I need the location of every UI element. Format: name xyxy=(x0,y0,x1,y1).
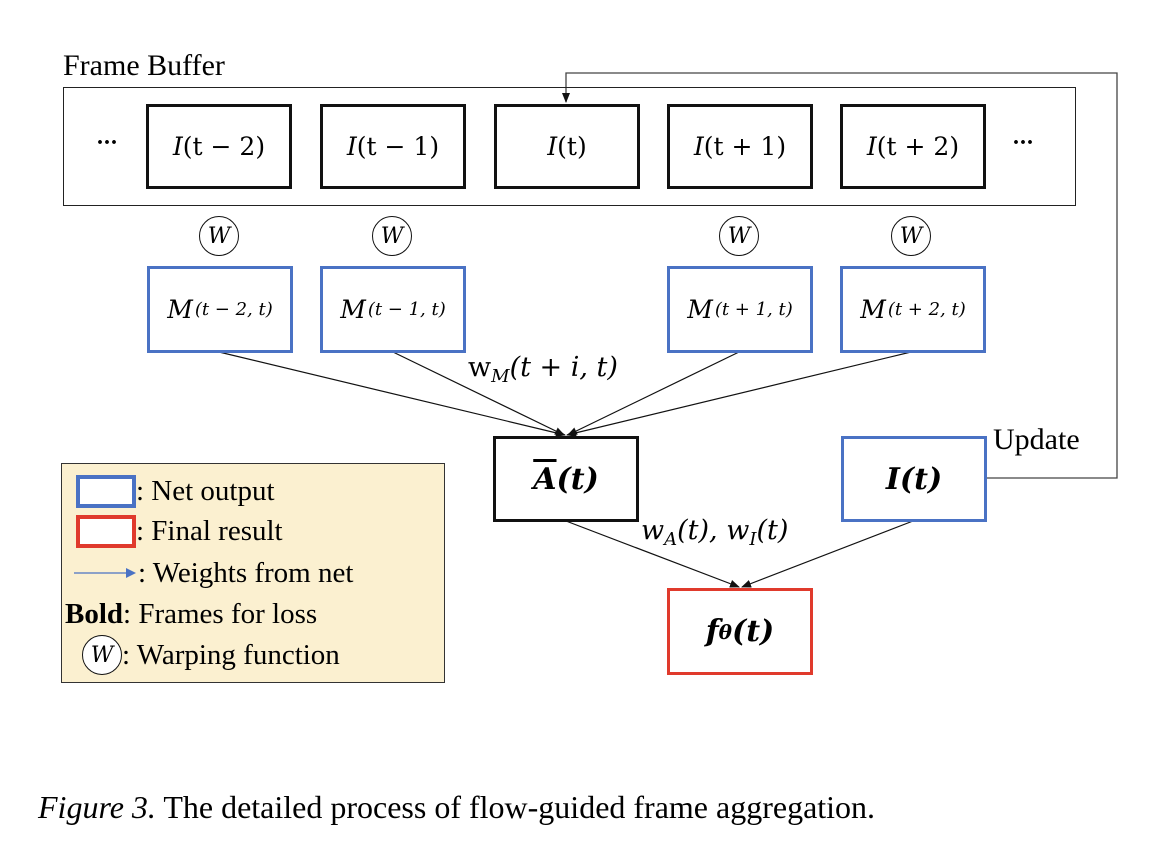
figure-caption: Figure 3. The detailed process of flow-g… xyxy=(38,786,875,828)
arrow-i-to-f xyxy=(741,520,914,588)
arrow-m-plus2-to-a xyxy=(566,351,912,437)
motion-box-t-plus-1: M(t + 1, t) xyxy=(667,266,813,353)
result-arg: (t) xyxy=(732,614,775,649)
motion-box-t-plus-2: M(t + 2, t) xyxy=(840,266,986,353)
legend-weights-label: : Weights from net xyxy=(138,556,354,589)
ellipsis-right: ··· xyxy=(1012,130,1034,156)
frame-t-plus-2: I(t + 2) xyxy=(840,104,986,189)
frame-arg: (t − 2) xyxy=(182,132,266,161)
result-sub: θ xyxy=(718,619,732,644)
arrow-m-plus1-to-a xyxy=(567,351,740,436)
frame-fn: I xyxy=(547,132,558,161)
current-arg: (t) xyxy=(899,461,943,497)
frame-arg: (t + 2) xyxy=(876,132,960,161)
warp-function-icon: W xyxy=(719,216,759,256)
aggregate-arg: (t) xyxy=(556,461,599,497)
legend-bold-label: : Frames for loss xyxy=(123,597,318,630)
arrow-a-to-f xyxy=(565,520,740,588)
wi-args: (t) xyxy=(756,515,789,546)
wm-sub: M xyxy=(491,366,510,387)
blue-arrow-icon xyxy=(74,568,136,578)
motion-fn: M xyxy=(860,295,886,324)
motion-box-t-minus-2: M(t − 2, t) xyxy=(147,266,293,353)
motion-arg: (t + 1, t) xyxy=(714,299,793,320)
final-result-swatch-icon xyxy=(76,514,136,548)
frame-t-minus-2: I(t − 2) xyxy=(146,104,292,189)
frame-fn: I xyxy=(693,132,704,161)
warp-function-icon: W xyxy=(372,216,412,256)
wm-main: w xyxy=(468,352,492,383)
aggregated-frame-box: A(t) xyxy=(493,436,639,522)
frame-t-plus-1: I(t + 1) xyxy=(667,104,813,189)
motion-fn: M xyxy=(687,295,713,324)
wa-sub: A xyxy=(664,529,678,550)
net-output-swatch-icon xyxy=(76,474,136,508)
motion-fn: M xyxy=(340,295,366,324)
warp-function-icon: W xyxy=(199,216,239,256)
frame-buffer-title: Frame Buffer xyxy=(63,49,225,82)
wa-mid: (t), w xyxy=(677,515,750,546)
legend-warp: W : Warping function xyxy=(62,635,340,675)
frame-t-minus-1: I(t − 1) xyxy=(320,104,466,189)
motion-arg: (t − 1, t) xyxy=(367,299,446,320)
arrow-m-minus1-to-a xyxy=(392,351,565,436)
motion-arg: (t + 2, t) xyxy=(887,299,966,320)
legend: : Net output : Final result : Weights fr… xyxy=(61,463,445,683)
ellipsis-left: ··· xyxy=(96,130,118,156)
update-label: Update xyxy=(993,423,1080,456)
wi-sub: I xyxy=(749,529,757,550)
frame-arg: (t) xyxy=(557,132,587,161)
frame-fn: I xyxy=(172,132,183,161)
frame-fn: I xyxy=(346,132,357,161)
legend-final-result: : Final result xyxy=(62,512,283,550)
motion-arg: (t − 2, t) xyxy=(194,299,273,320)
frame-buffer-container xyxy=(63,87,1076,206)
legend-bold: Bold : Frames for loss xyxy=(62,595,317,633)
legend-warp-label: : Warping function xyxy=(122,638,340,671)
weight-a-i-label: wA(t), wI(t) xyxy=(641,511,788,560)
update-feedback-arrow xyxy=(562,72,1118,479)
figure-number: Figure 3. xyxy=(38,789,156,825)
legend-bold-word: Bold xyxy=(65,597,124,630)
legend-net-output-label: : Net output xyxy=(136,474,275,507)
frame-fn: I xyxy=(866,132,877,161)
current-fn: I xyxy=(885,461,900,497)
result-fn: f xyxy=(705,614,719,649)
current-frame-box: I(t) xyxy=(841,436,987,522)
warp-function-icon: W xyxy=(891,216,931,256)
warp-function-icon: W xyxy=(82,635,122,675)
frame-arg: (t − 1) xyxy=(356,132,440,161)
frame-t: I(t) xyxy=(494,104,640,189)
wa-main: w xyxy=(641,515,665,546)
aggregate-fn: A xyxy=(533,461,557,497)
wm-args: (t + i, t) xyxy=(509,352,618,383)
weight-m-label: wM(t + i, t) xyxy=(468,348,618,397)
motion-box-t-minus-1: M(t − 1, t) xyxy=(320,266,466,353)
caption-text: The detailed process of flow-guided fram… xyxy=(155,789,876,825)
motion-fn: M xyxy=(167,295,193,324)
arrow-m-minus2-to-a xyxy=(218,351,566,437)
legend-net-output: : Net output xyxy=(62,472,275,510)
legend-final-result-label: : Final result xyxy=(136,514,283,547)
frame-arg: (t + 1) xyxy=(703,132,787,161)
legend-weights: : Weights from net xyxy=(62,554,353,592)
